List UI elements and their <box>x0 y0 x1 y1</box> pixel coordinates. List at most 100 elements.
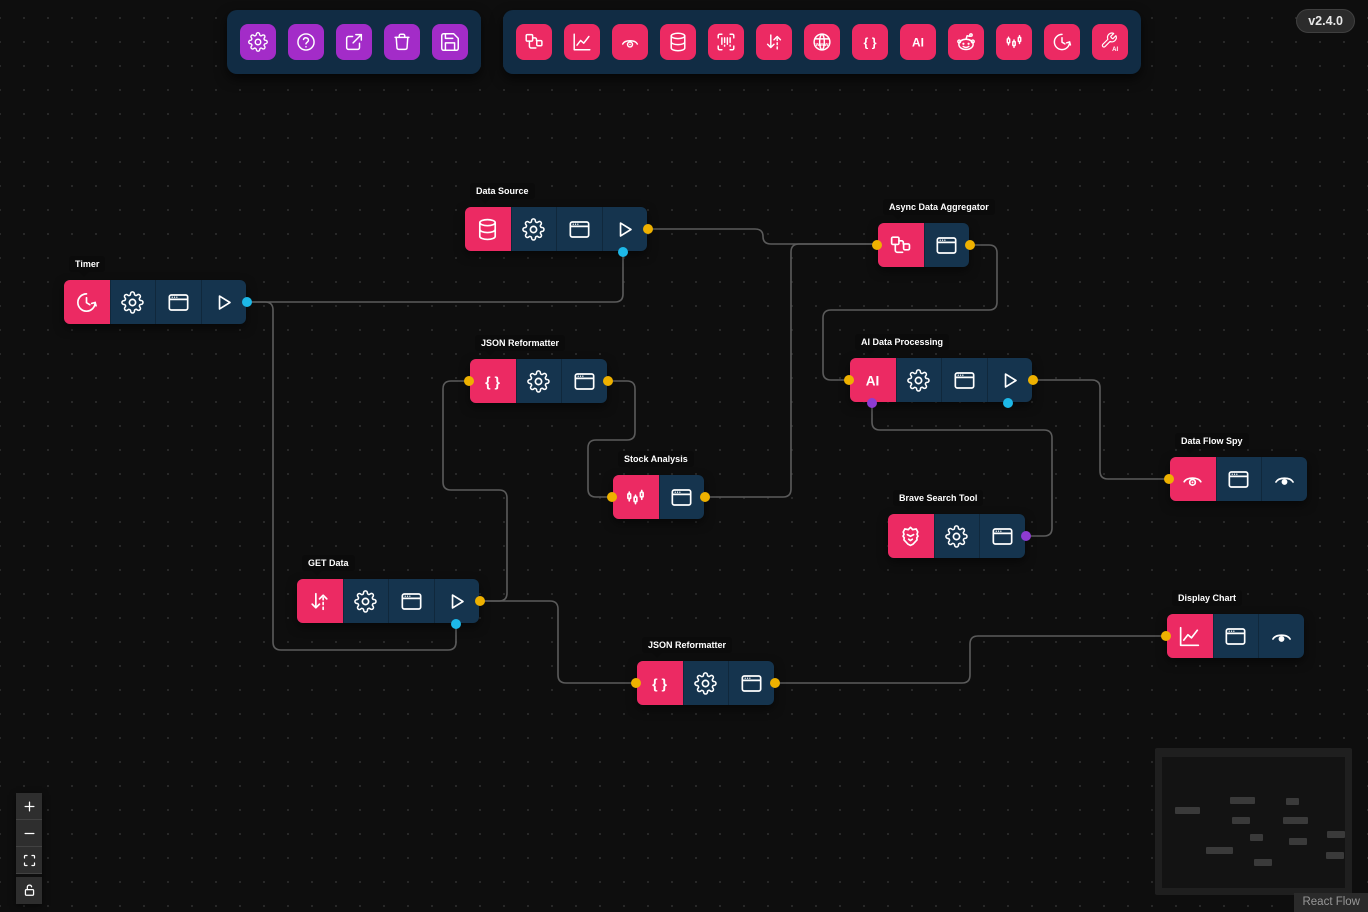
http-get-icon[interactable] <box>297 579 343 623</box>
add-data-source-button[interactable] <box>660 24 696 60</box>
data-target-handle[interactable] <box>631 678 641 688</box>
data-target-handle[interactable] <box>464 376 474 386</box>
help-button[interactable] <box>288 24 324 60</box>
add-http-get-button[interactable] <box>756 24 792 60</box>
node-data-flow-spy[interactable]: Data Flow Spy <box>1164 433 1307 501</box>
node-settings-button[interactable] <box>895 358 942 402</box>
node-visibility-button[interactable] <box>1261 457 1307 501</box>
aggregator-icon[interactable] <box>878 223 924 267</box>
data-target-handle[interactable] <box>872 240 882 250</box>
node-data-source[interactable]: Data Source <box>465 183 653 257</box>
node-run-button[interactable] <box>433 579 480 623</box>
data-source-handle[interactable] <box>700 492 710 502</box>
add-async-aggregator-button[interactable] <box>516 24 552 60</box>
minus-icon <box>24 832 34 834</box>
add-json-reformatter-button[interactable]: { } <box>852 24 888 60</box>
data-target-handle[interactable] <box>1161 631 1171 641</box>
window-icon <box>936 236 957 254</box>
node-run-button[interactable] <box>601 207 648 251</box>
add-scanner-button[interactable] <box>708 24 744 60</box>
data-source-handle[interactable] <box>1028 375 1038 385</box>
node-settings-button[interactable] <box>342 579 389 623</box>
tool-source-handle[interactable] <box>1020 531 1031 541</box>
minimap-node <box>1286 798 1299 805</box>
settings-button[interactable] <box>240 24 276 60</box>
node-json-reformatter-2[interactable]: JSON Reformatter{ } <box>631 637 780 705</box>
data-target-handle[interactable] <box>844 375 854 385</box>
node-window-button[interactable] <box>556 207 602 251</box>
trigger-target-handle[interactable] <box>618 247 628 257</box>
node-display-chart[interactable]: Display Chart <box>1161 590 1304 658</box>
braces-icon[interactable]: { } <box>470 359 516 403</box>
node-settings-button[interactable] <box>510 207 557 251</box>
node-window-button[interactable] <box>728 661 774 705</box>
save-flow-button[interactable] <box>432 24 468 60</box>
spy-icon[interactable] <box>1170 457 1216 501</box>
node-timer[interactable]: Timer <box>64 256 252 324</box>
add-ai-tools-button[interactable]: AI <box>1092 24 1128 60</box>
ai-icon[interactable]: AI <box>850 358 896 402</box>
export-flow-button[interactable] <box>336 24 372 60</box>
edge-getdata-to-jsonreformatter2 <box>480 600 633 684</box>
node-run-button[interactable] <box>200 280 247 324</box>
data-source-handle[interactable] <box>602 376 613 386</box>
node-window-button[interactable] <box>1215 457 1262 501</box>
node-get-data[interactable]: GET Data <box>297 555 485 629</box>
node-window-button[interactable] <box>1212 614 1259 658</box>
chart-icon[interactable] <box>1167 614 1213 658</box>
node-label: GET Data <box>302 555 355 576</box>
trigger-target-handle[interactable] <box>451 619 461 629</box>
brave-icon[interactable] <box>888 514 934 558</box>
node-stock-analysis[interactable]: Stock Analysis <box>607 451 710 519</box>
database-icon[interactable] <box>465 207 511 251</box>
timer-icon[interactable] <box>64 280 110 324</box>
data-source-handle[interactable] <box>475 596 485 606</box>
fit-view-button[interactable] <box>16 847 42 874</box>
export-icon <box>345 33 363 51</box>
node-window-button[interactable] <box>979 514 1025 558</box>
minimap[interactable] <box>1155 748 1352 895</box>
node-window-button[interactable] <box>388 579 434 623</box>
node-visibility-button[interactable] <box>1258 614 1304 658</box>
candlestick-icon[interactable] <box>613 475 659 519</box>
tool-target-handle[interactable] <box>867 398 877 408</box>
add-stock-analysis-button[interactable] <box>996 24 1032 60</box>
node-json-reformatter-1[interactable]: JSON Reformatter{ } <box>464 335 613 403</box>
add-timer-button[interactable] <box>1044 24 1080 60</box>
add-display-chart-button[interactable] <box>564 24 600 60</box>
node-settings-button[interactable] <box>515 359 562 403</box>
data-source-handle[interactable] <box>643 224 653 234</box>
gear-icon <box>522 217 546 241</box>
node-run-button[interactable] <box>986 358 1033 402</box>
node-window-button[interactable] <box>941 358 987 402</box>
node-settings-button[interactable] <box>933 514 980 558</box>
add-ai-processing-button[interactable]: AI <box>900 24 936 60</box>
data-source-handle[interactable] <box>965 240 975 250</box>
ai-icon: AI <box>866 373 880 388</box>
add-reddit-button[interactable] <box>948 24 984 60</box>
node-window-button[interactable] <box>658 475 705 519</box>
braces-icon[interactable]: { } <box>637 661 683 705</box>
node-window-button[interactable] <box>923 223 970 267</box>
node-settings-button[interactable] <box>682 661 729 705</box>
minimap-node <box>1206 847 1233 854</box>
node-window-button[interactable] <box>155 280 201 324</box>
trigger-source-handle[interactable] <box>242 297 252 307</box>
data-source-handle[interactable] <box>769 678 780 688</box>
node-window-button[interactable] <box>561 359 607 403</box>
add-data-flow-spy-button[interactable] <box>612 24 648 60</box>
trigger-target-handle[interactable] <box>1003 398 1013 408</box>
data-target-handle[interactable] <box>607 492 617 502</box>
zoom-in-button[interactable] <box>16 793 42 820</box>
node-async-aggregator[interactable]: Async Data Aggregator <box>872 199 995 267</box>
toggle-interactivity-button[interactable] <box>16 877 42 904</box>
node-settings-button[interactable] <box>109 280 156 324</box>
add-web-button[interactable]: www <box>804 24 840 60</box>
zoom-out-button[interactable] <box>16 820 42 847</box>
node-brave-search[interactable]: Brave Search Tool <box>888 490 1031 558</box>
ai-icon: AI <box>912 35 924 49</box>
data-target-handle[interactable] <box>1164 474 1174 484</box>
clear-canvas-button[interactable] <box>384 24 420 60</box>
